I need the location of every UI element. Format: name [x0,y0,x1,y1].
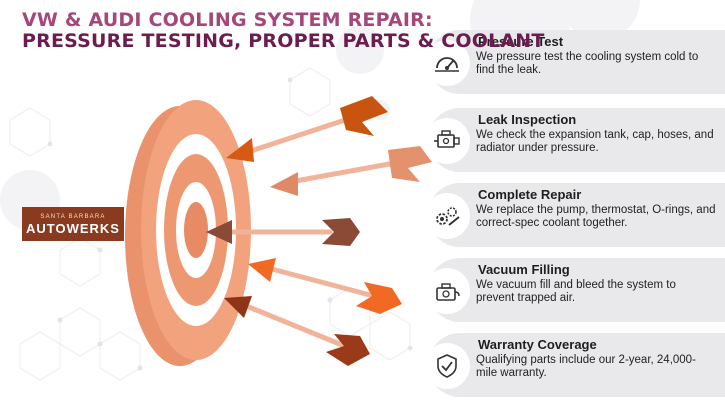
step-icon-circle [424,193,470,239]
page-title: VW & Audi Cooling System Repair: Pressur… [22,10,582,52]
arrow-4 [248,258,402,314]
page-title-line-1: VW & Audi Cooling System Repair: [22,9,433,31]
step-icon-circle [424,40,470,86]
arrow-3 [206,218,360,246]
step-icon-circle [424,268,470,314]
step-description: We pressure test the cooling system cold… [476,51,699,76]
brand-logo-top: SANTA BARBARA [40,213,106,220]
step-title: Warranty Coverage [478,337,597,352]
brand-logo-name: AUTOWERKS [26,220,120,236]
step-description: Qualifying parts include our 2-year, 24,… [476,354,696,379]
step-card-leak-inspection: Leak Inspection We check the expansion t… [424,108,725,172]
arrow-2 [270,146,432,196]
arrow-1 [226,96,388,162]
vacuum-pump-icon [436,283,460,301]
step-card-complete-repair: Complete Repair We replace the pump, the… [424,183,725,247]
step-card-pressure-test: Pressure Test We pressure test the cooli… [424,30,725,94]
target-bullseye [184,202,208,258]
step-title: Vacuum Filling [478,262,570,277]
step-icon-circle [424,118,470,164]
step-description: We vacuum fill and bleed the system to p… [476,279,676,304]
warranty-shield-icon [437,354,457,378]
step-title: Pressure Test [478,34,564,49]
page-title-line-2: Pressure Testing, Proper Parts & Coolant [22,30,545,52]
step-card-vacuum-filling: Vacuum Filling We vacuum fill and bleed … [424,258,725,322]
gears-wrench-icon [436,207,460,226]
step-description: We replace the pump, thermostat, O-rings… [476,204,716,229]
step-title: Complete Repair [478,187,582,202]
step-icon-circle [424,343,470,389]
arrow-5 [224,296,370,366]
step-card-warranty-coverage: Warranty Coverage Qualifying parts inclu… [424,333,725,397]
step-title: Leak Inspection [478,112,577,127]
step-description: We check the expansion tank, cap, hoses,… [476,129,714,154]
engine-icon [434,130,460,148]
pressure-gauge-icon [435,57,459,72]
brand-logo: SANTA BARBARA AUTOWERKS [22,207,124,241]
